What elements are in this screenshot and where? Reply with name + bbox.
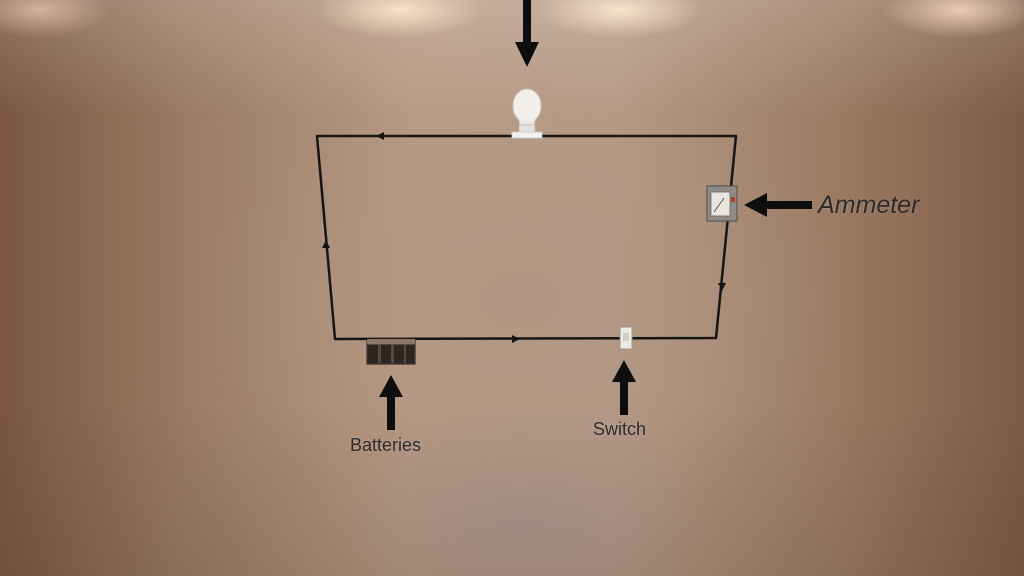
switch-label: Switch bbox=[593, 419, 647, 439]
light-bulb-icon bbox=[511, 88, 543, 139]
batteries-pointer-arrow bbox=[379, 375, 403, 430]
ammeter-pointer-arrow bbox=[744, 193, 812, 217]
direction-arrow-left bbox=[322, 240, 330, 248]
direction-arrow-right bbox=[718, 283, 726, 291]
circuit-wire bbox=[315, 134, 738, 341]
direction-arrow-top bbox=[376, 132, 384, 140]
switch-icon bbox=[619, 326, 633, 350]
direction-arrow-bottom bbox=[512, 335, 520, 343]
current-direction-arrows bbox=[322, 132, 726, 343]
ammeter-label: Ammeter bbox=[818, 191, 920, 219]
pointer-arrows bbox=[379, 0, 812, 430]
batteries-label: Batteries bbox=[350, 435, 422, 455]
batteries-icon bbox=[366, 338, 416, 365]
ammeter-icon bbox=[706, 185, 738, 222]
bulb-pointer-arrow bbox=[515, 0, 539, 67]
switch-pointer-arrow bbox=[612, 360, 636, 415]
